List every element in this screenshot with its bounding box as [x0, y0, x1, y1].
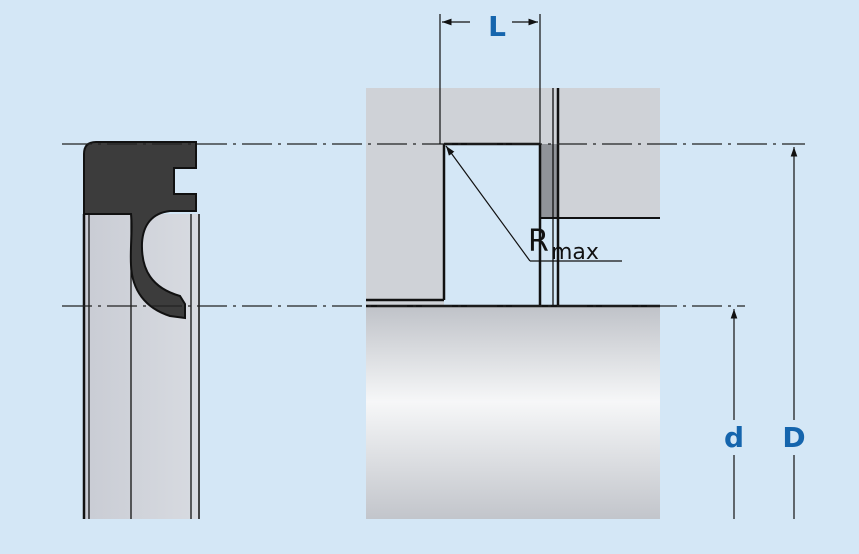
rod [366, 304, 660, 519]
reference-lines [62, 143, 805, 307]
rod-body [366, 306, 660, 519]
radius-label-main: R [528, 224, 549, 259]
seal-body [83, 141, 197, 320]
dimension-d-outer: D [782, 147, 806, 519]
dimension-d-inner: d [724, 309, 744, 519]
radius-label-sub: max [551, 240, 599, 265]
radius-max-callout: R max [445, 145, 622, 265]
housing-body-bottom [366, 218, 444, 306]
seal-profile [82, 141, 200, 519]
dimension-l: L [439, 10, 541, 144]
dimension-l-label: L [488, 10, 506, 43]
housing-shoulder [540, 144, 558, 218]
dimension-d-inner-label: d [724, 421, 744, 454]
dimension-d-outer-label: D [782, 421, 805, 454]
groove [444, 144, 540, 306]
radius-leader-line [445, 145, 531, 262]
housing [366, 88, 660, 306]
